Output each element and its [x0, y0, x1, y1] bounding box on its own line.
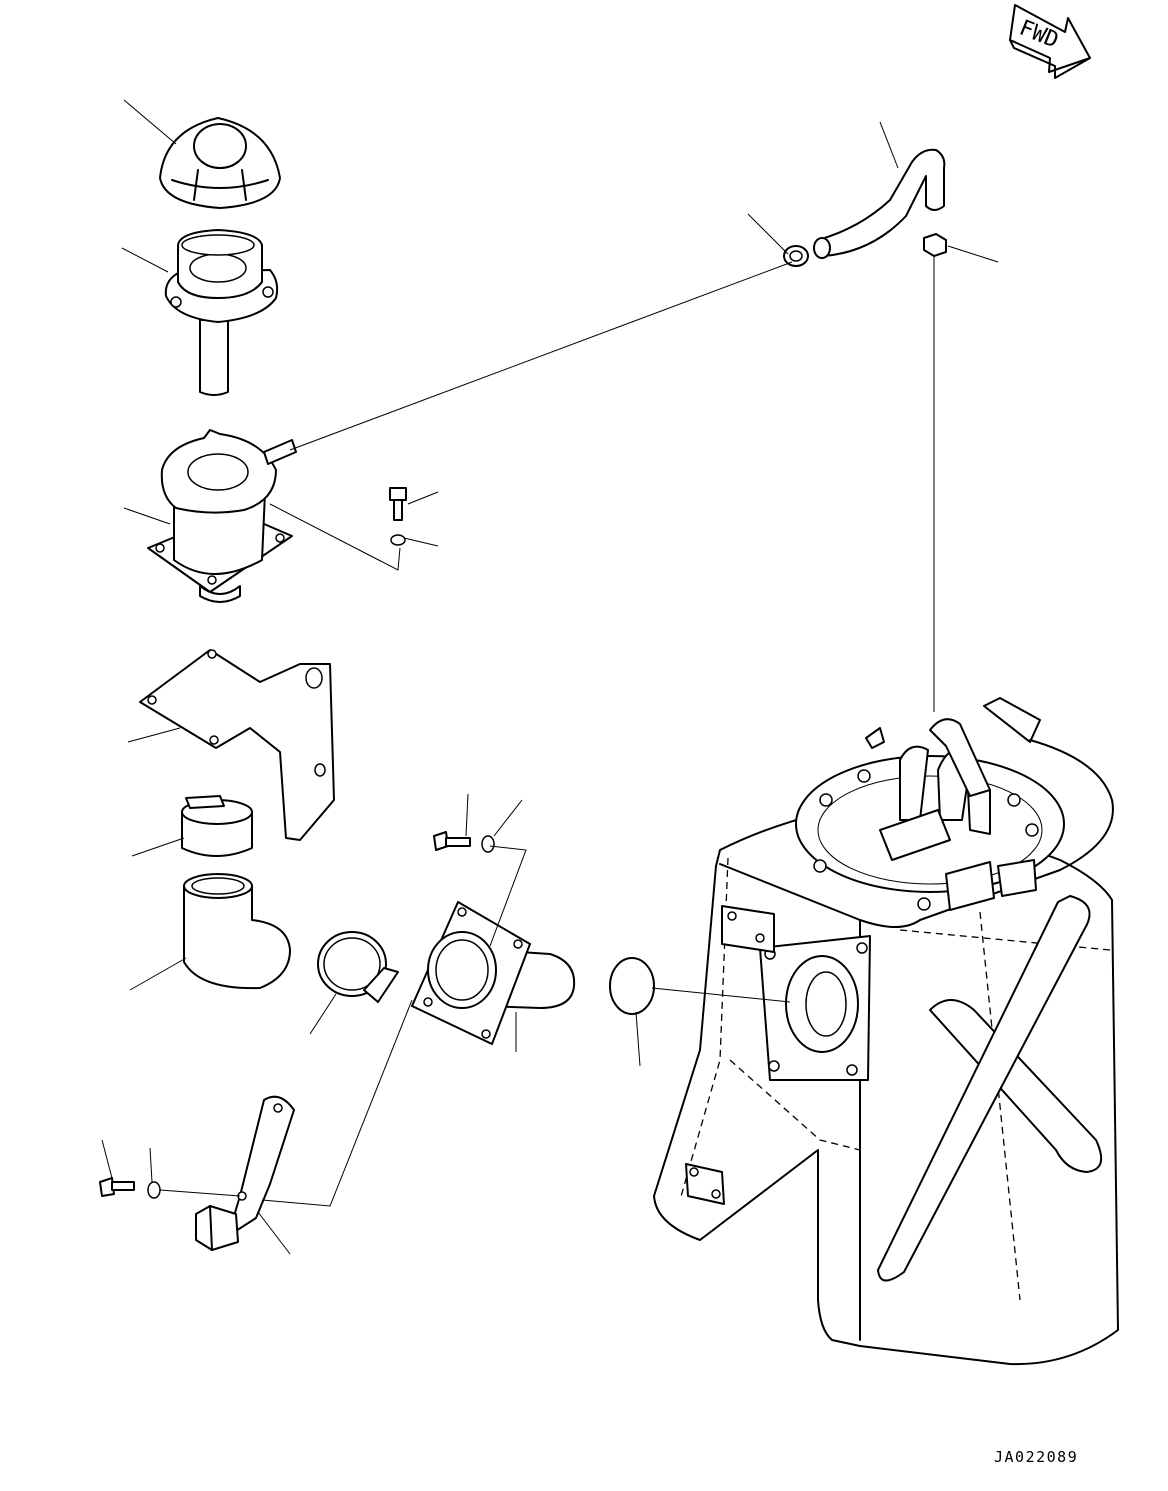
leader-lines — [101, 99, 999, 1255]
filler-pipe-flange — [147, 429, 297, 603]
washer-flange — [390, 534, 406, 546]
washer-middle — [481, 835, 495, 853]
o-ring — [609, 957, 655, 1015]
fwd-arrow-icon: FWD — [1009, 4, 1091, 79]
bolt-flange — [389, 487, 407, 521]
fuel-tank — [653, 697, 1119, 1366]
small-clamp-left — [783, 245, 809, 267]
washer-lower — [147, 1181, 161, 1199]
lower-bracket — [195, 1095, 295, 1251]
drawing-number: JA022089 — [994, 1448, 1078, 1466]
bracket — [139, 649, 335, 841]
breather-hose — [813, 148, 946, 259]
fuel-cap — [159, 117, 281, 209]
filler-neck-strainer — [164, 229, 279, 396]
small-clamp-right — [923, 233, 947, 257]
elbow-hose — [183, 873, 291, 990]
hose-clamp-upper — [181, 795, 253, 857]
hose-clamp-lower — [317, 931, 399, 1003]
bolt-lower — [99, 1177, 135, 1197]
tank-flange-pipe — [411, 901, 576, 1045]
bolt-middle — [433, 831, 471, 851]
